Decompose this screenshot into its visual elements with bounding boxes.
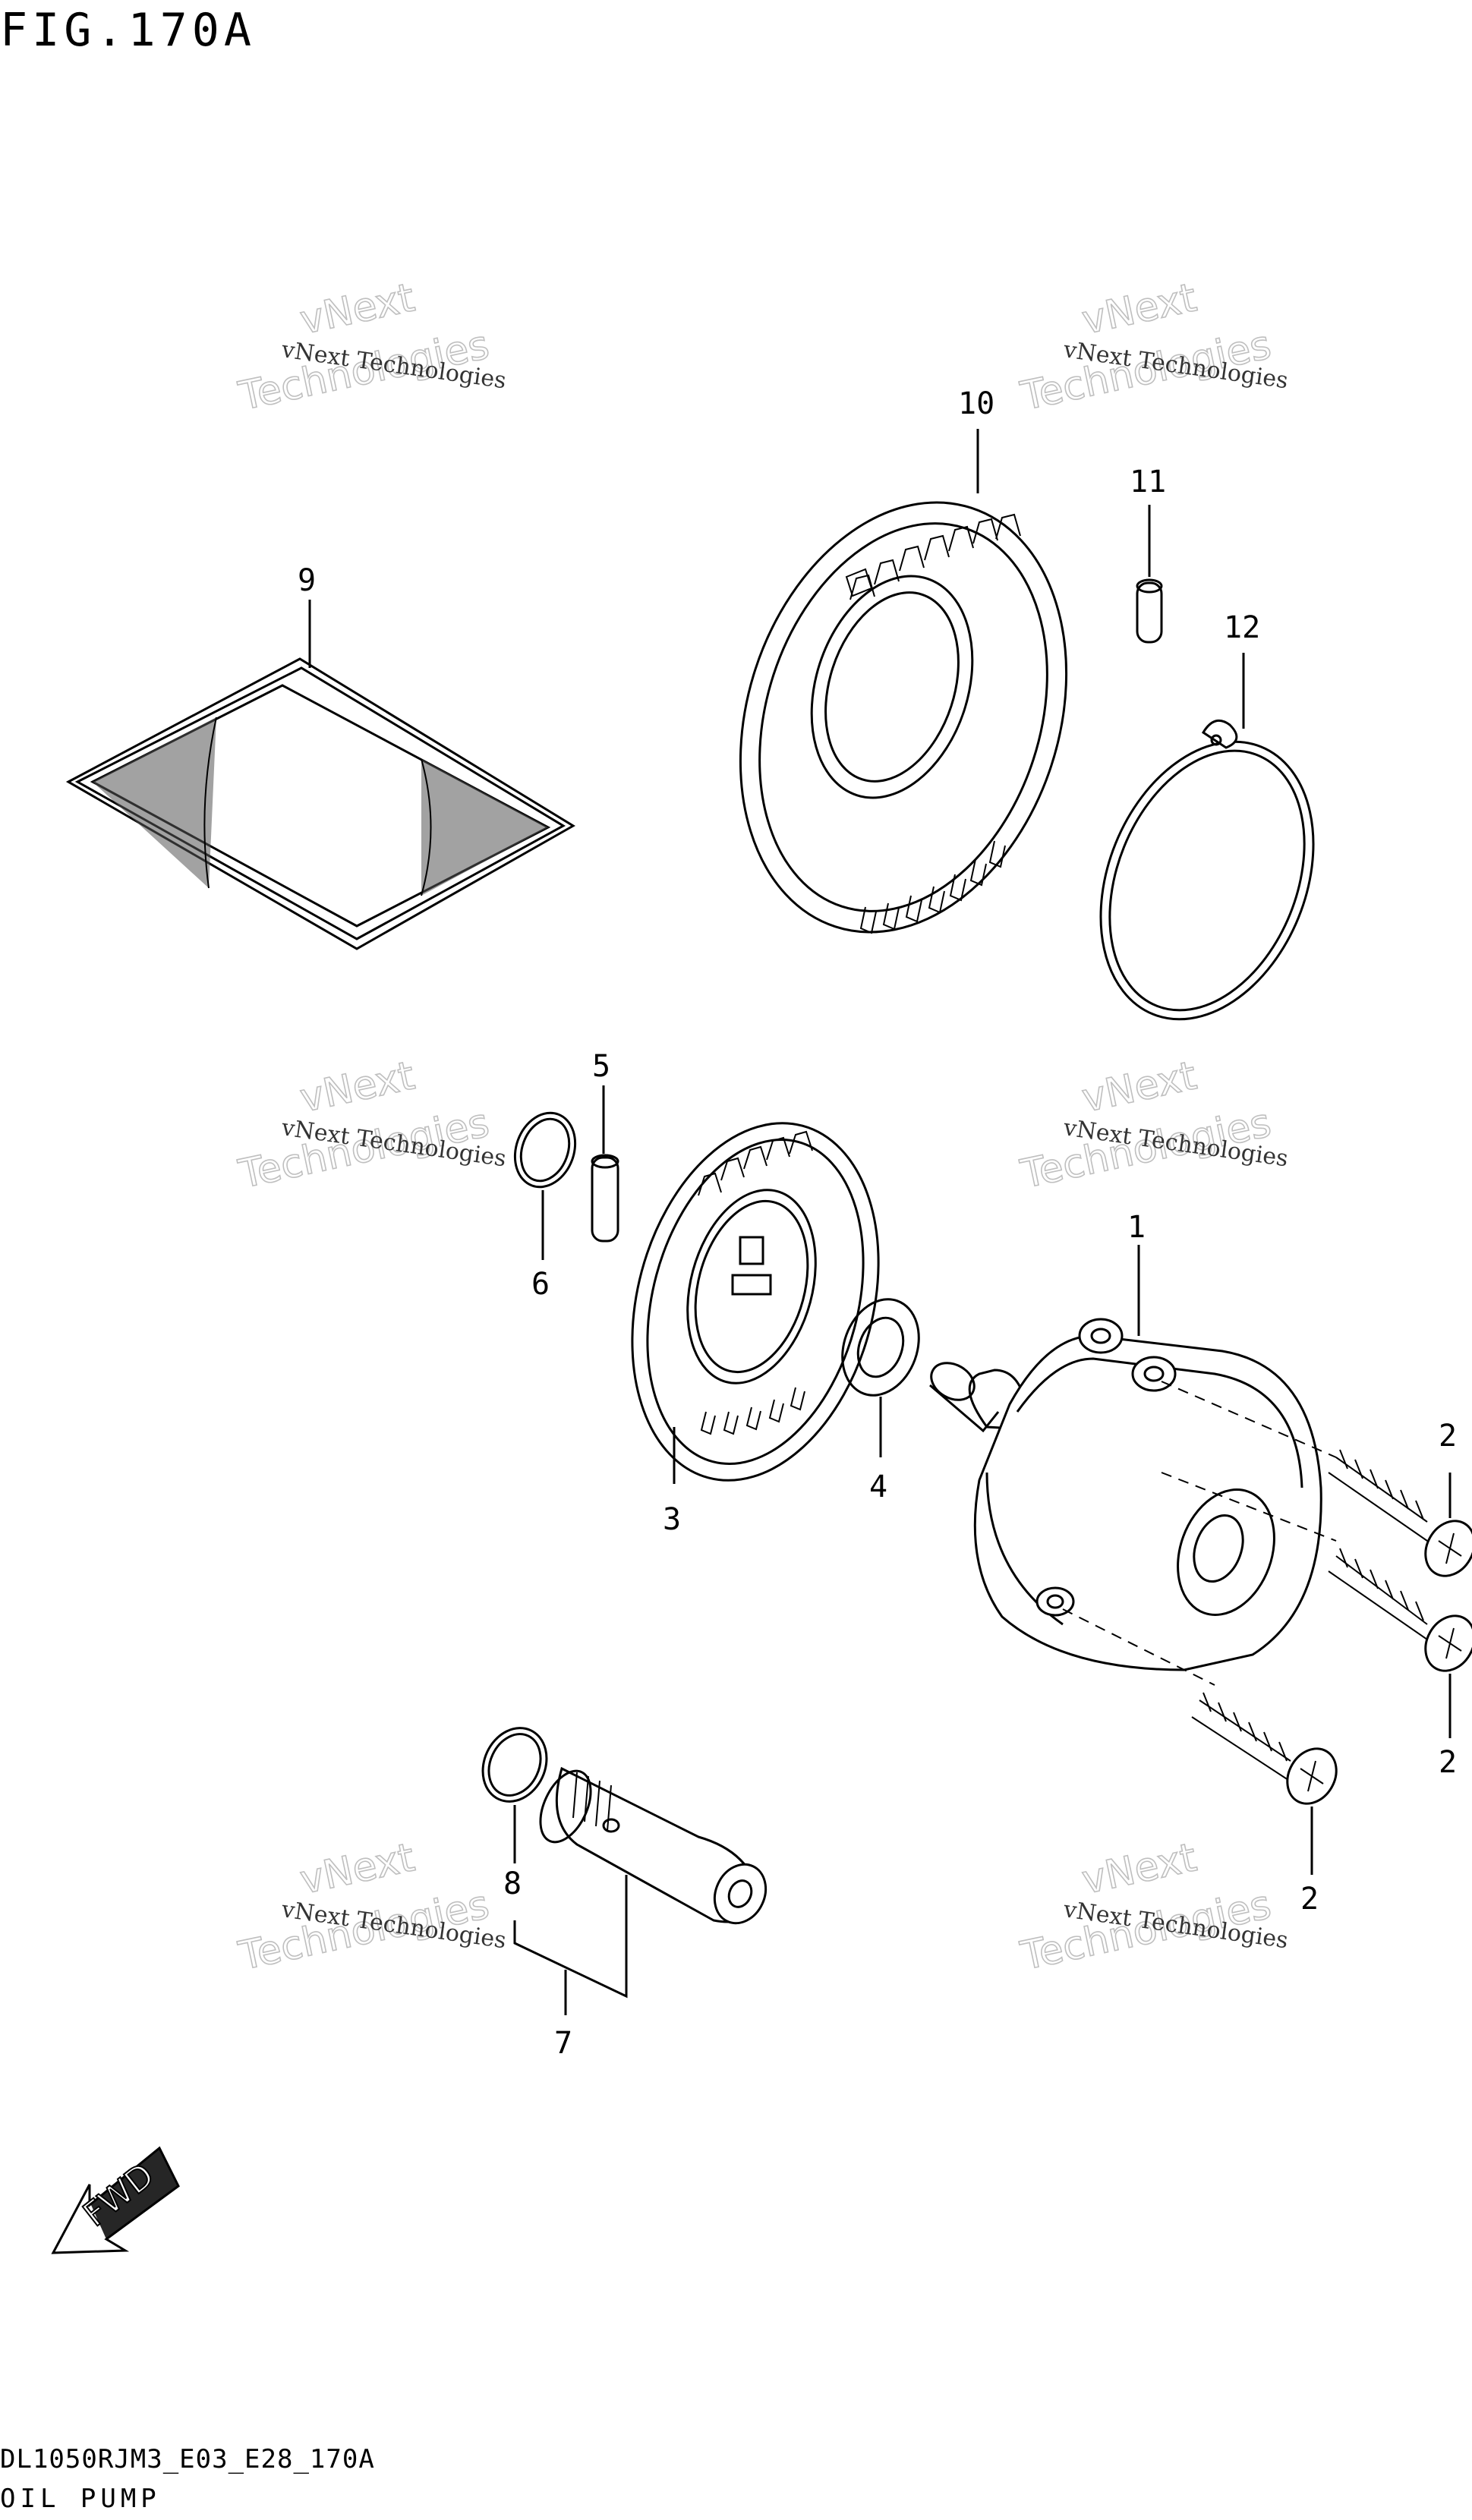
- callout-3: 3: [663, 1502, 681, 1537]
- watermark-brand: vNext: [296, 275, 418, 343]
- part-2-screw-lower: [1191, 1692, 1338, 1805]
- figure-title: FIG.170A: [0, 4, 256, 57]
- watermark-bottom-left: vNext Technologies vNext Technologies: [234, 1835, 507, 1980]
- watermark-brand: vNext: [296, 1835, 418, 1903]
- callout-2a: 2: [1439, 1419, 1457, 1454]
- callout-1: 1: [1127, 1210, 1146, 1245]
- callout-8: 8: [503, 1866, 522, 1901]
- part-7-oil-pipe: [539, 1766, 768, 1925]
- part-2-screw-upper: [1328, 1449, 1472, 1577]
- leader-7-bracket: [513, 1875, 628, 1999]
- model-code: DL1050RJM3_E03_E28_170A: [0, 2444, 375, 2474]
- callout-9: 9: [298, 563, 316, 598]
- part-8-o-ring: [481, 1727, 548, 1803]
- callout-5: 5: [592, 1049, 610, 1084]
- callout-6: 6: [531, 1267, 550, 1302]
- watermark-top-left: vNext Technologies vNext Technologies: [234, 275, 507, 421]
- watermark-brand: vNext: [1078, 275, 1200, 343]
- callout-2c: 2: [1300, 1882, 1319, 1917]
- callout-4: 4: [869, 1469, 887, 1504]
- callout-7: 7: [554, 2026, 572, 2061]
- watermark-mid-left: vNext Technologies vNext Technologies: [234, 1053, 507, 1199]
- part-11-pin: [1136, 578, 1163, 644]
- watermark-brand: vNext: [1078, 1835, 1200, 1903]
- watermark-mid-right: vNext Technologies vNext Technologies: [1016, 1053, 1289, 1199]
- watermark-brand: vNext: [296, 1053, 418, 1121]
- part-4-washer: [841, 1298, 920, 1397]
- part-5-pin: [591, 1154, 619, 1243]
- callout-11: 11: [1130, 465, 1166, 499]
- part-1-oil-pump: [929, 1318, 1337, 1686]
- callout-12: 12: [1224, 610, 1260, 645]
- part-10-drive-gear: [739, 501, 1068, 934]
- fwd-arrow-icon: FWD: [51, 2146, 180, 2254]
- part-9-gasket: [65, 657, 575, 950]
- watermark-top-right: vNext Technologies vNext Technologies: [1016, 275, 1289, 421]
- watermark-bottom-right: vNext Technologies vNext Technologies: [1016, 1835, 1289, 1980]
- part-3-driven-gear: [631, 1122, 880, 1482]
- part-6-circlip: [513, 1111, 577, 1189]
- part-2-screw-middle: [1328, 1548, 1472, 1672]
- section-name: OIL PUMP: [0, 2484, 161, 2514]
- callout-10: 10: [958, 386, 994, 421]
- watermark-brand: vNext: [1078, 1053, 1200, 1121]
- part-12-circlip: [1099, 719, 1315, 1021]
- callout-2b: 2: [1439, 1745, 1457, 1780]
